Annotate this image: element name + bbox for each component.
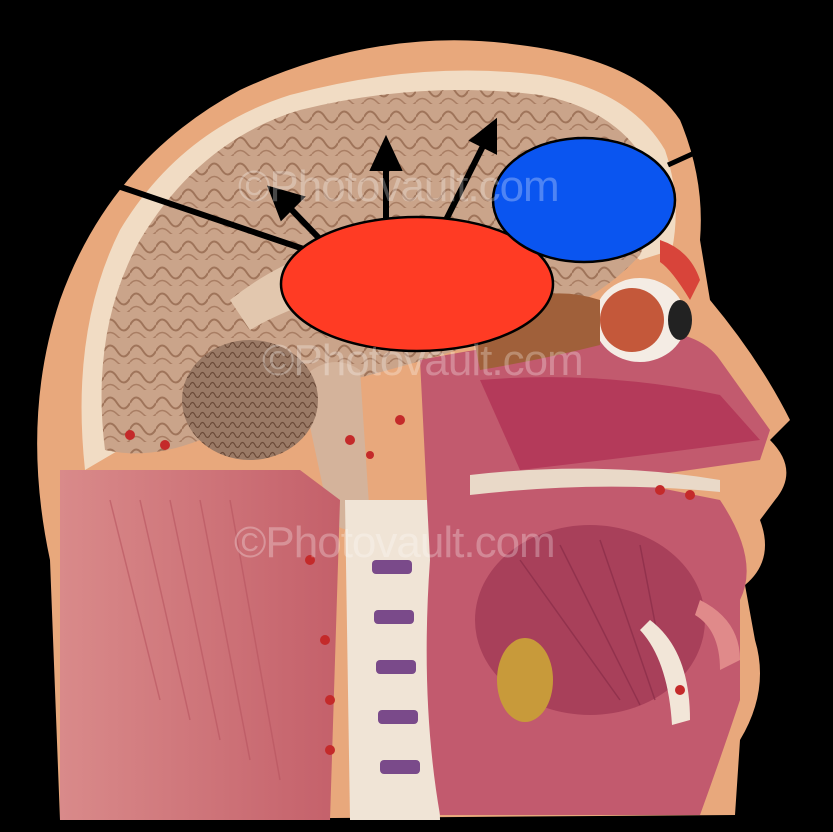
- cerebellum-folia: [182, 340, 318, 460]
- cornea: [668, 300, 692, 340]
- salivary-gland: [497, 638, 553, 722]
- blue-highlight-ellipse: [493, 138, 675, 262]
- eye-inner: [600, 288, 664, 352]
